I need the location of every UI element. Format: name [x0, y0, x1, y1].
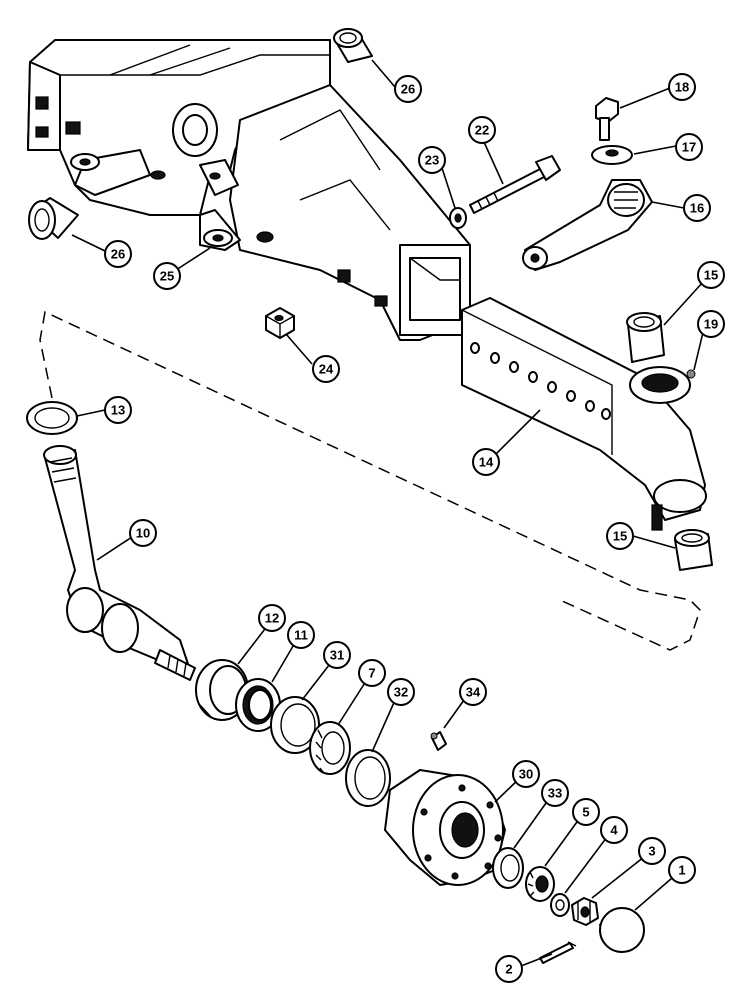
svg-text:25: 25 [160, 269, 174, 284]
svg-text:16: 16 [690, 201, 704, 216]
callout-25: 25 [153, 262, 181, 290]
bearing-cone-5 [525, 866, 555, 902]
svg-text:11: 11 [294, 628, 308, 643]
svg-text:15: 15 [704, 268, 718, 283]
svg-text:1: 1 [678, 863, 685, 878]
svg-text:15: 15 [613, 529, 627, 544]
seal-ring-13 [26, 401, 78, 435]
washer-17 [591, 145, 633, 165]
callout-17: 17 [675, 133, 703, 161]
bushing-15-top [626, 312, 665, 363]
svg-text:4: 4 [610, 823, 618, 838]
bearing-cup-11 [235, 678, 281, 732]
callout-12: 12 [258, 604, 286, 632]
svg-text:22: 22 [475, 123, 489, 138]
callout-26-left: 26 [104, 240, 132, 268]
svg-text:17: 17 [682, 140, 696, 155]
callout-24: 24 [312, 355, 340, 383]
svg-text:19: 19 [704, 317, 718, 332]
callout-7: 7 [358, 659, 386, 687]
callout-26-top: 26 [394, 75, 422, 103]
dust-cap-1 [599, 907, 645, 953]
bolt-22 [469, 155, 561, 214]
callout-5: 5 [572, 798, 600, 826]
spindle-10 [43, 445, 196, 681]
callout-19: 19 [697, 310, 725, 338]
cotter-pin-2 [539, 941, 577, 964]
callout-33: 33 [541, 779, 569, 807]
callout-23: 23 [418, 146, 446, 174]
svg-text:3: 3 [648, 844, 655, 859]
callout-22: 22 [468, 116, 496, 144]
washer-4 [550, 893, 570, 917]
svg-text:13: 13 [111, 403, 125, 418]
callout-18: 18 [668, 73, 696, 101]
hub-30 [384, 769, 506, 886]
svg-text:23: 23 [425, 153, 439, 168]
svg-text:33: 33 [548, 786, 562, 801]
svg-text:34: 34 [466, 685, 481, 700]
callout-16: 16 [683, 194, 711, 222]
cup-32 [345, 749, 391, 807]
callout-1: 1 [668, 856, 696, 884]
callout-2: 2 [495, 955, 523, 983]
axle-beam [27, 39, 471, 341]
bushing-26-left [28, 197, 79, 240]
svg-text:10: 10 [136, 526, 150, 541]
callout-14: 14 [472, 448, 500, 476]
callout-15-top: 15 [697, 261, 725, 289]
svg-text:26: 26 [111, 247, 125, 262]
callout-32: 32 [387, 678, 415, 706]
castle-nut-3 [571, 897, 599, 926]
bushing-15-bottom [674, 529, 713, 571]
svg-text:24: 24 [319, 362, 334, 377]
svg-text:5: 5 [582, 805, 589, 820]
svg-text:2: 2 [505, 962, 512, 977]
grease-fitting-19 [686, 369, 696, 379]
callout-15-bottom: 15 [606, 522, 634, 550]
callout-3: 3 [638, 837, 666, 865]
steering-arm-16 [522, 179, 653, 271]
callout-30: 30 [512, 760, 540, 788]
svg-text:32: 32 [394, 685, 408, 700]
callout-34: 34 [459, 678, 487, 706]
callout-10: 10 [129, 519, 157, 547]
svg-text:14: 14 [479, 455, 494, 470]
svg-text:18: 18 [675, 80, 689, 95]
svg-text:12: 12 [265, 611, 279, 626]
svg-text:31: 31 [330, 648, 344, 663]
square-nut-24 [265, 307, 295, 339]
assembly-dashed-line [39, 310, 701, 651]
svg-text:30: 30 [519, 767, 533, 782]
callout-11: 11 [287, 621, 315, 649]
cup-33 [492, 847, 524, 889]
washer-23 [449, 207, 467, 229]
bushing-26-top [333, 28, 373, 63]
grease-fitting-34 [430, 731, 447, 751]
callout-31: 31 [323, 641, 351, 669]
bearing-cone-7 [309, 721, 351, 775]
svg-text:7: 7 [368, 666, 375, 681]
extension-arm-14 [461, 297, 707, 531]
svg-text:26: 26 [401, 82, 415, 97]
callout-4: 4 [600, 816, 628, 844]
bolt-18 [595, 97, 619, 141]
callout-13: 13 [104, 396, 132, 424]
